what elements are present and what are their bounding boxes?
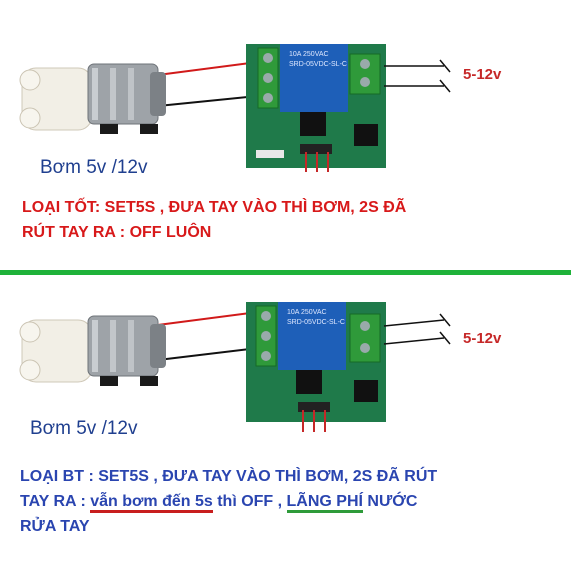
top-caption-line2: RÚT TAY RA : OFF LUÔN [22,224,212,241]
pump-label: Bơm 5v /12v [30,418,138,439]
relay-module [246,44,386,168]
underline-green-text: LÃNG PHÍ [286,493,363,513]
relay-module [246,302,386,422]
bottom-caption-line1: LOẠI BT : SET5S , ĐƯA TAY VÀO THÌ BƠM, 2… [20,468,438,485]
pump-icon [19,315,166,386]
top-caption: LOẠI TỐT: SET5S , ĐƯA TAY VÀO THÌ BƠM, 2… [22,195,562,245]
section-divider [0,270,571,275]
bottom-caption-line3: RỬA TAY [20,518,90,535]
voltage-label: 5-12v [463,330,502,347]
voltage-label: 5-12v [463,66,502,83]
bottom-wiring-svg [19,302,451,432]
pump-label: Bơm 5v /12v [40,157,148,178]
top-caption-line1: LOẠI TỐT: SET5S , ĐƯA TAY VÀO THÌ BƠM, 2… [22,199,407,216]
top-wiring-svg [19,44,451,172]
bottom-caption: LOẠI BT : SET5S , ĐƯA TAY VÀO THÌ BƠM, 2… [20,464,565,539]
bottom-caption-line2: TAY RA : vẫn bơm đến 5s thì OFF , LÃNG P… [20,489,565,514]
pump-icon [19,63,166,134]
underline-red-text: vẫn bơm đến 5s [90,493,213,513]
